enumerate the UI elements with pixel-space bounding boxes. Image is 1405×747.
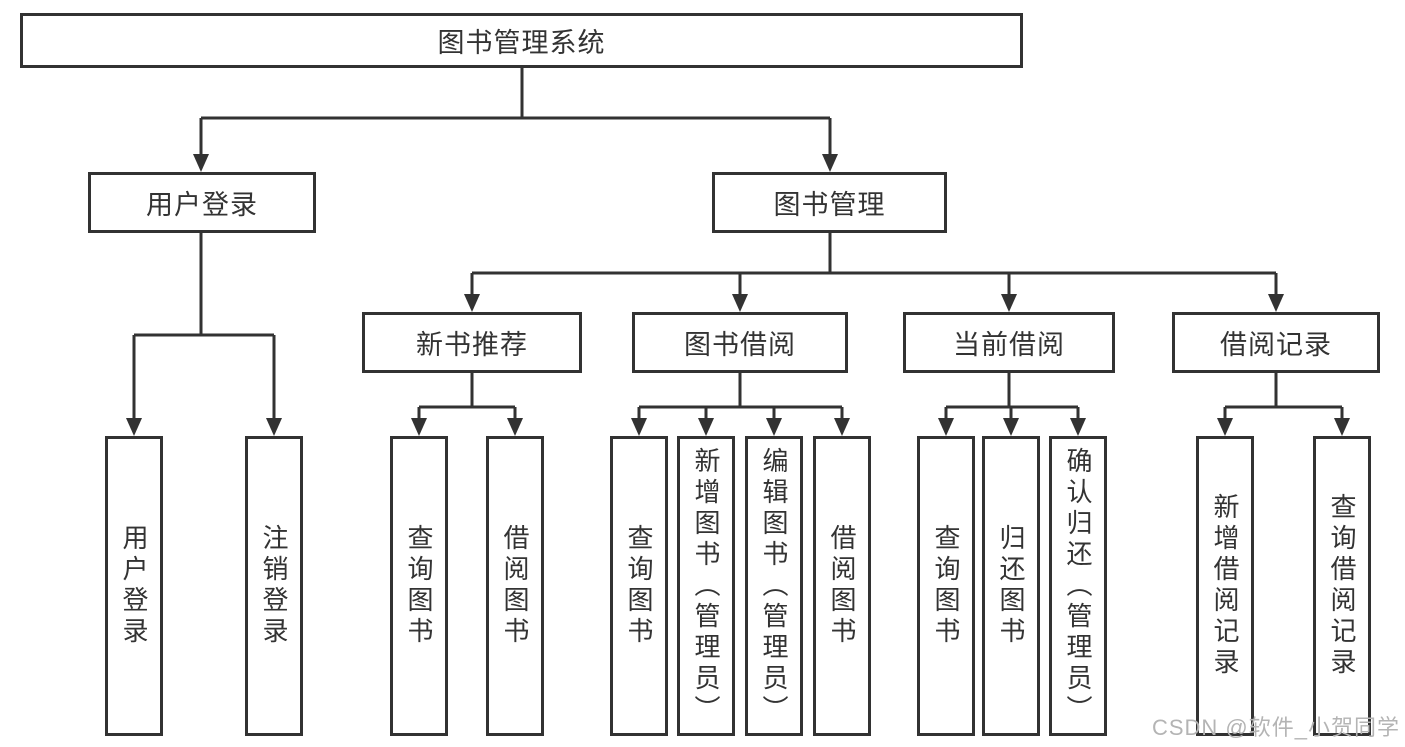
leaf-add-borrow-record-label: 新增借阅记录 <box>1210 493 1240 679</box>
leaf-borrow-books-label: 借阅图书 <box>827 524 857 648</box>
node-current-borrow-label: 当前借阅 <box>953 330 1065 360</box>
node-user-login-label: 用户登录 <box>146 190 258 220</box>
leaf-query-books-recommend-label: 查询图书 <box>404 524 434 648</box>
node-book-borrow-label: 图书借阅 <box>684 330 796 360</box>
node-root-label: 图书管理系统 <box>437 28 606 58</box>
leaf-query-borrow-record-label: 查询借阅记录 <box>1327 493 1357 679</box>
node-borrow-records-label: 借阅记录 <box>1220 330 1332 360</box>
leaf-borrow-books: 借阅图书 <box>813 436 871 736</box>
leaf-edit-book-admin-label: 编辑图书（管理员） <box>759 446 789 726</box>
leaf-borrow-books-recommend-label: 借阅图书 <box>500 524 530 648</box>
leaf-return-book: 归还图书 <box>982 436 1040 736</box>
leaf-return-book-label: 归还图书 <box>996 524 1026 648</box>
node-book-borrow: 图书借阅 <box>632 312 848 373</box>
leaf-query-books-borrow-label: 查询图书 <box>624 524 654 648</box>
leaf-logout: 注销登录 <box>245 436 303 736</box>
node-book-management-label: 图书管理 <box>773 190 886 220</box>
node-current-borrow: 当前借阅 <box>903 312 1115 373</box>
csdn-watermark: CSDN @软件_小贺同学 <box>1151 715 1400 740</box>
leaf-borrow-books-recommend: 借阅图书 <box>486 436 544 736</box>
node-new-book-recommend-label: 新书推荐 <box>416 330 528 360</box>
leaf-confirm-return-admin: 确认归还（管理员） <box>1049 436 1107 736</box>
node-borrow-records: 借阅记录 <box>1172 312 1380 373</box>
leaf-add-book-admin: 新增图书（管理员） <box>677 436 735 736</box>
leaf-add-borrow-record: 新增借阅记录 <box>1196 436 1254 736</box>
leaf-query-books-current: 查询图书 <box>917 436 975 736</box>
leaf-query-books-current-label: 查询图书 <box>931 524 961 648</box>
node-book-management: 图书管理 <box>712 172 947 233</box>
leaf-confirm-return-admin-label: 确认归还（管理员） <box>1063 446 1093 726</box>
leaf-query-books-recommend: 查询图书 <box>390 436 448 736</box>
leaf-logout-label: 注销登录 <box>259 524 289 648</box>
leaf-add-book-admin-label: 新增图书（管理员） <box>691 446 721 726</box>
node-new-book-recommend: 新书推荐 <box>362 312 582 373</box>
node-user-login: 用户登录 <box>88 172 316 233</box>
leaf-user-login-label: 用户登录 <box>119 524 149 648</box>
leaf-query-borrow-record: 查询借阅记录 <box>1313 436 1371 736</box>
node-root: 图书管理系统 <box>20 13 1023 68</box>
leaf-user-login: 用户登录 <box>105 436 163 736</box>
leaf-query-books-borrow: 查询图书 <box>610 436 668 736</box>
leaf-edit-book-admin: 编辑图书（管理员） <box>745 436 803 736</box>
